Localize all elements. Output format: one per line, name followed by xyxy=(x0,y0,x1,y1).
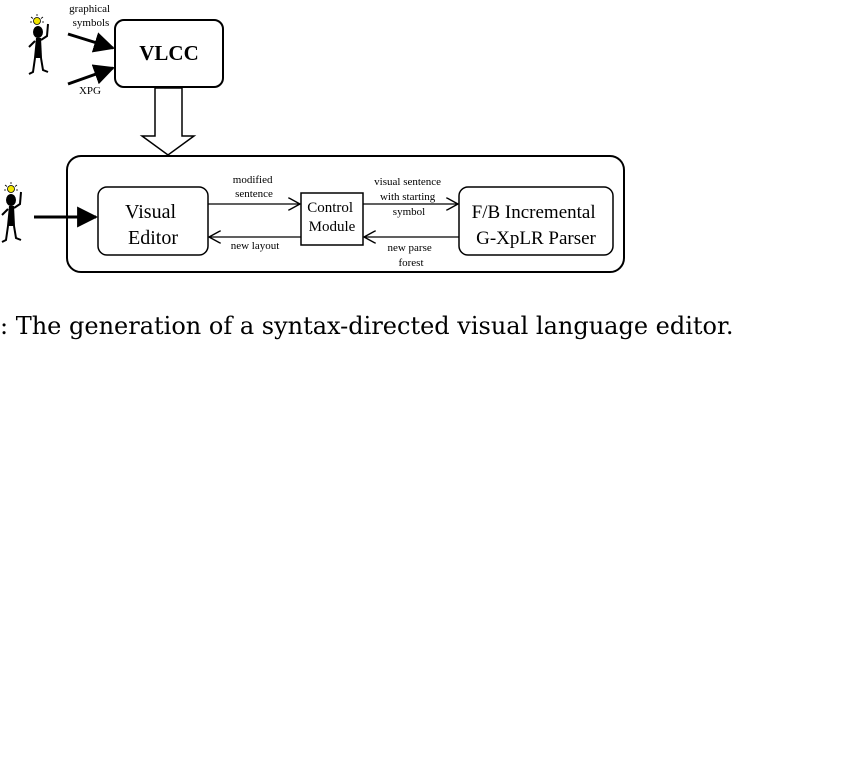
visual-editor-label: Visual Editor xyxy=(125,201,181,249)
graphical-symbols-label: graphical symbols xyxy=(69,3,113,29)
figure-caption: : The generation of a syntax-directed vi… xyxy=(0,312,734,340)
xpg-label: XPG xyxy=(79,85,101,97)
control-module-box xyxy=(300,192,364,246)
vlcc-label: VLCC xyxy=(139,41,199,65)
lightbulb-icon xyxy=(30,14,44,25)
visual-sentence-label: visual sentence with starting symbol xyxy=(374,176,444,218)
designer-person-icon xyxy=(28,14,49,75)
control-module-label: Control Module xyxy=(307,200,357,235)
user-person-icon xyxy=(1,182,22,243)
new-layout-label: new layout xyxy=(231,240,280,252)
generation-arrow xyxy=(139,87,197,156)
parser-box xyxy=(458,186,614,256)
graphical-symbols-arrow xyxy=(67,32,116,53)
vlcc-box xyxy=(114,19,224,88)
lightbulb-icon xyxy=(4,182,18,193)
parser-label: F/B Incremental G-XpLR Parser xyxy=(472,202,601,249)
visual-editor-box xyxy=(97,186,209,256)
new-parse-forest-label: new parse forest xyxy=(387,242,434,269)
modified-sentence-label: modified sentence xyxy=(233,174,275,200)
xpg-arrow xyxy=(67,64,115,86)
